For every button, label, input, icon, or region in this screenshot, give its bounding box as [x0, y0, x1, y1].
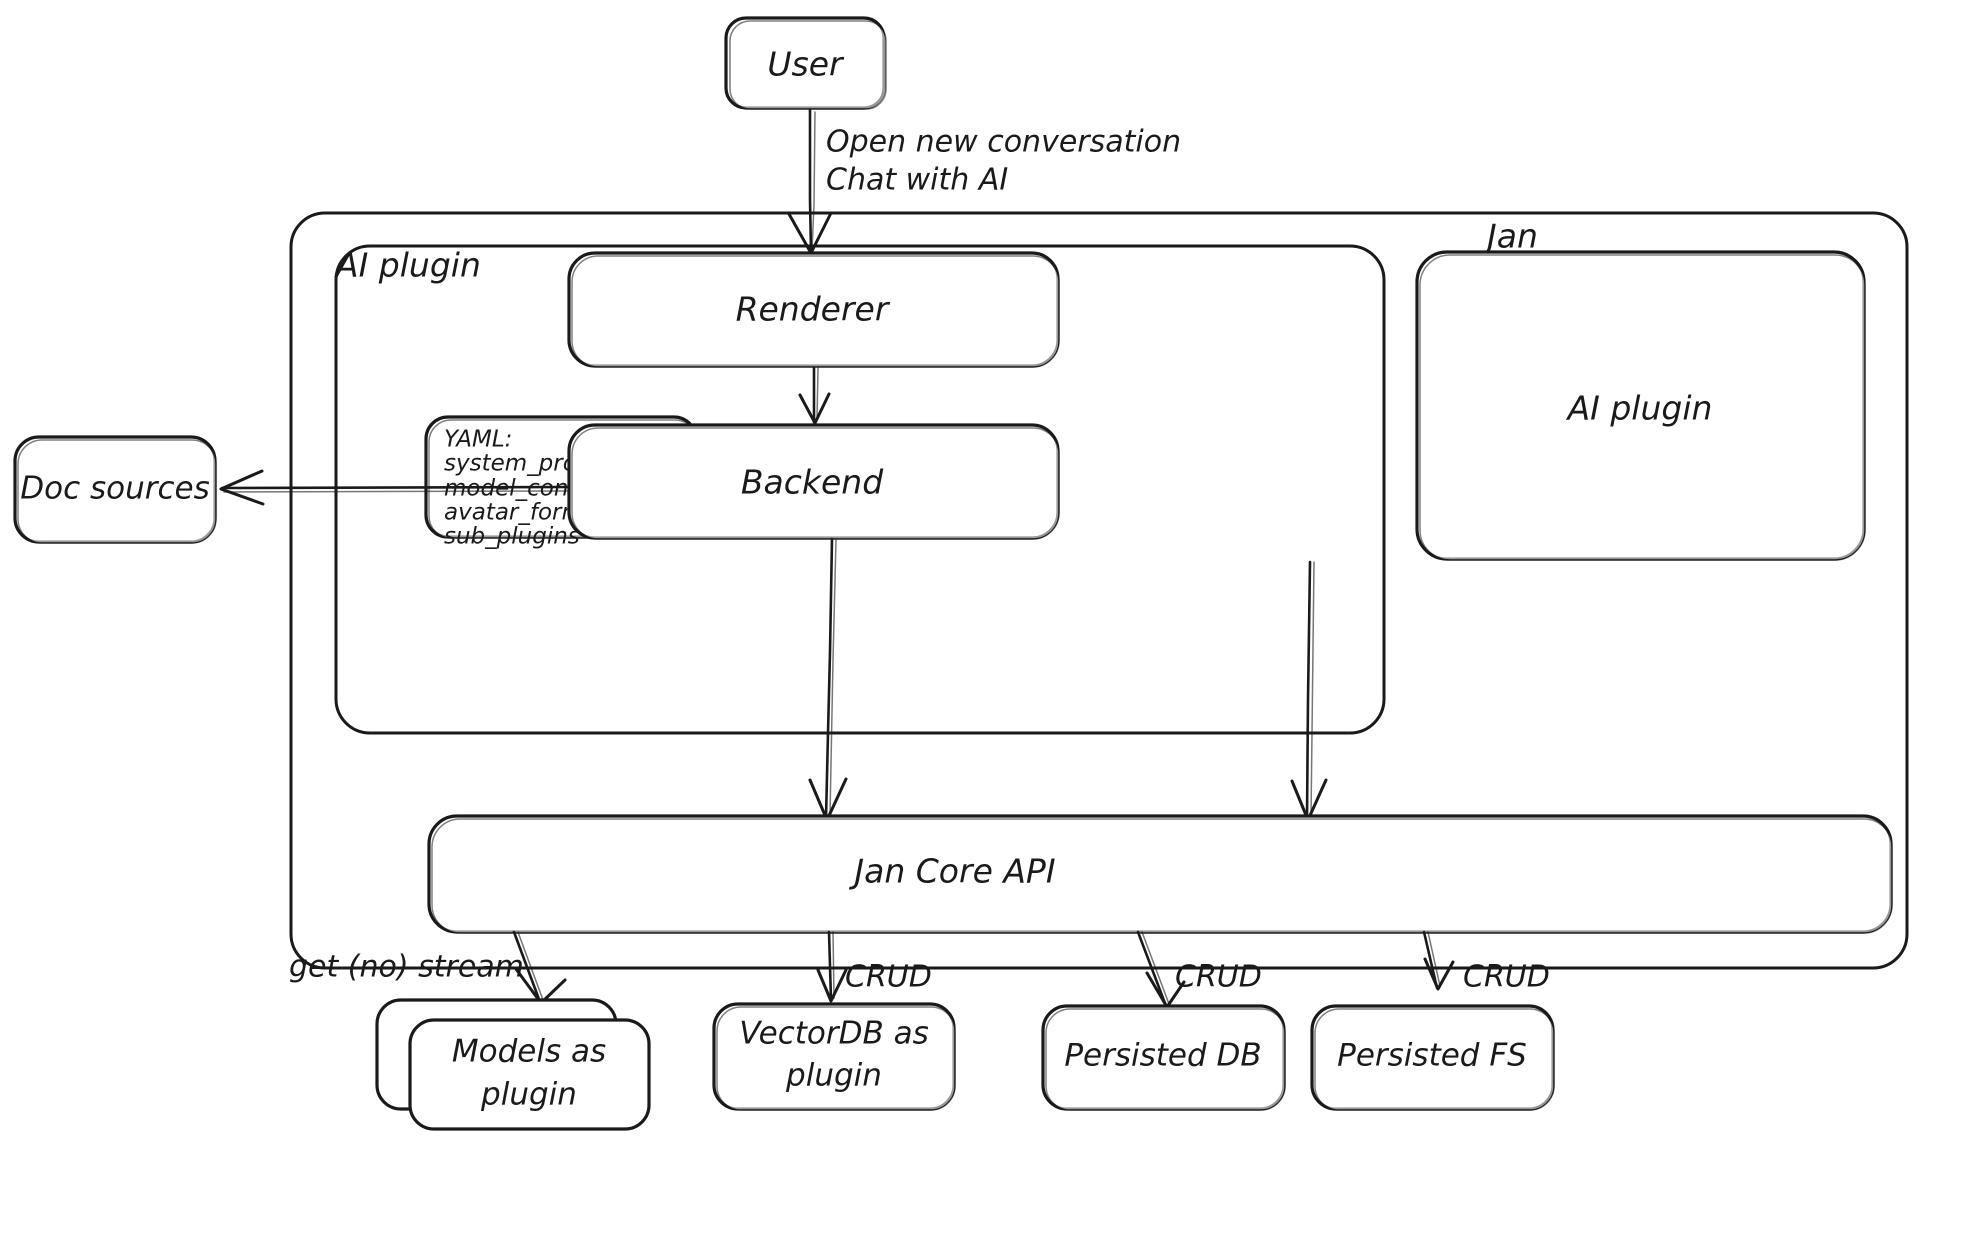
node-renderer-label: Renderer: [736, 290, 891, 329]
edge-label-user-to-renderer-line1: Open new conversation: [826, 125, 1181, 160]
container-ai-plugin-group[interactable]: [334, 244, 1386, 735]
node-models-as-plugin-label-line1: Models as: [452, 1034, 606, 1070]
edge-core-to-vectordb-arrowhead: [816, 968, 848, 1003]
edge-core-to-vectordb: [827, 930, 833, 1002]
node-persisted-db-label: Persisted DB: [1064, 1038, 1261, 1074]
edge-backend-to-doc-sources: [220, 485, 571, 490]
node-persisted-db-sketch-overlay: [1045, 1008, 1286, 1111]
edge-ai-plugin-right-to-jan-core-api-arrowhead: [1290, 778, 1328, 822]
edge-label-user-to-renderer-line2: Chat with AI: [826, 163, 1008, 198]
edge-label-core-to-vectordb: CRUD: [845, 960, 932, 995]
node-vectordb-as-plugin-label-line1: VectorDB as: [739, 1016, 929, 1052]
edge-backend-to-jan-core-api-sketch: [829, 539, 837, 817]
node-persisted-fs-sketch-overlay: [1314, 1008, 1555, 1111]
node-ai-plugin-right-sketch-overlay: [1419, 254, 1866, 561]
edge-core-to-vectordb-sketch: [832, 931, 835, 999]
node-persisted-fs-label: Persisted FS: [1337, 1038, 1527, 1074]
container-jan[interactable]: [289, 211, 1909, 970]
edge-backend-to-doc-sources-arrowhead: [219, 469, 265, 506]
edge-label-core-to-persisted-fs: CRUD: [1463, 960, 1550, 995]
edge-user-to-renderer: [808, 108, 813, 254]
edge-core-to-models: [512, 930, 542, 1004]
edge-renderer-to-backend-sketch: [816, 367, 819, 421]
node-models-as-plugin[interactable]: [408, 1018, 651, 1131]
yaml-line-0: YAML:: [444, 427, 512, 453]
node-jan-core-api-sketch-overlay: [431, 818, 1893, 934]
node-ai-plugin-right-label: AI plugin: [1566, 389, 1713, 428]
container-jan-label: Jan: [1481, 217, 1538, 256]
node-jan-core-api-label: Jan Core API: [848, 852, 1055, 891]
node-doc-sources-sketch-overlay: [17, 439, 217, 544]
node-user-label: User: [767, 45, 845, 84]
edge-core-to-persisted-fs-sketch: [1427, 931, 1441, 987]
edge-ai-plugin-right-to-jan-core-api-sketch: [1310, 561, 1315, 819]
edge-core-to-persisted-db-sketch: [1141, 931, 1170, 1005]
edge-label-core-to-models: get (no) stream: [289, 950, 524, 985]
node-vectordb-as-plugin-label-line2: plugin: [785, 1058, 882, 1094]
node-renderer-sketch-overlay: [571, 255, 1060, 368]
node-vectordb-as-plugin-sketch-overlay: [716, 1006, 956, 1111]
node-backend-label: Backend: [741, 463, 884, 502]
edge-user-to-renderer-sketch: [811, 111, 816, 251]
edge-core-to-models-sketch: [517, 931, 544, 1001]
edge-ai-plugin-right-to-jan-core-api: [1305, 560, 1312, 820]
edge-renderer-to-backend-arrowhead: [798, 392, 831, 425]
edge-backend-to-doc-sources-sketch: [223, 490, 570, 493]
node-user-sketch-overlay: [729, 20, 887, 110]
node-backend-sketch-overlay: [571, 427, 1060, 540]
edge-core-to-persisted-fs-arrowhead: [1423, 957, 1455, 991]
node-doc-sources-label: Doc sources: [20, 471, 210, 507]
yaml-line-4: sub_plugins: [444, 524, 580, 550]
edge-label-core-to-persisted-db: CRUD: [1175, 960, 1262, 995]
container-ai-plugin-group-label: AI plugin: [334, 246, 481, 285]
edge-backend-to-jan-core-api: [824, 537, 834, 820]
edge-core-to-persisted-db: [1136, 930, 1168, 1008]
node-models-as-plugin-label-line2: plugin: [480, 1077, 577, 1113]
